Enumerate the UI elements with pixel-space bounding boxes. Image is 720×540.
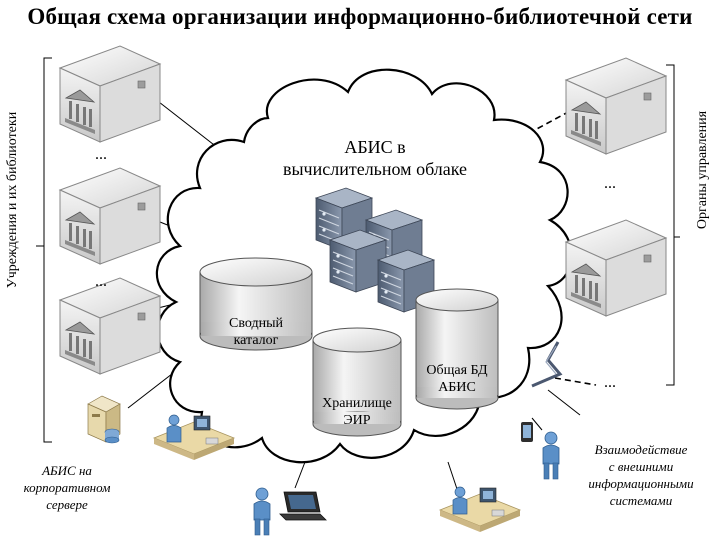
external-line4: системами: [609, 493, 673, 508]
hranilishe-eir-label: Хранилище ЭИР: [313, 395, 401, 429]
external-line1: Взаимодействие: [594, 442, 688, 457]
external-systems-label: Взаимодействие с внешними информационным…: [568, 441, 714, 509]
svodny-katalog-cylinder: [199, 257, 313, 351]
library-building-icon: [59, 167, 161, 265]
management-building-icon: [565, 219, 667, 317]
obshaya-line2: АБИС: [438, 380, 476, 395]
external-line3: информационными: [588, 476, 694, 491]
cloud-label: АБИС в вычислительном облаке: [255, 136, 495, 180]
management-building-icon: [565, 57, 667, 155]
antenna-icon: [531, 341, 563, 388]
ellipsis-right-bottom: ...: [604, 374, 616, 391]
laptop-icon: [279, 491, 327, 521]
user-workstation-icon: [439, 486, 521, 533]
hranilishe-eir-cylinder: [312, 327, 402, 437]
left-group-bracket: [36, 57, 52, 443]
corporate-line2: корпоративном: [23, 480, 111, 495]
svodny-line1: Сводный: [229, 316, 283, 331]
obshaya-line1: Общая БД: [426, 363, 488, 378]
corporate-line1: АБИС на: [42, 463, 92, 478]
ellipsis-right-top: ...: [604, 175, 616, 192]
hranilishe-line2: ЭИР: [343, 413, 371, 428]
corporate-server-label: АБИС на корпоративном сервере: [2, 462, 132, 513]
tablet-icon: [521, 422, 533, 442]
user-person-icon: [253, 487, 271, 536]
cloud-label-line1: АБИС в: [344, 137, 406, 157]
svodny-line2: каталог: [233, 333, 279, 348]
obshaya-bd-cylinder: [415, 288, 499, 410]
corporate-line3: сервере: [46, 497, 88, 512]
ellipsis-left-middle: ...: [95, 273, 107, 290]
right-group-label: Органы управления: [695, 110, 710, 230]
obshaya-bd-label: Общая БД АБИС: [416, 362, 498, 396]
cloud-label-line2: вычислительном облаке: [282, 159, 468, 179]
library-building-icon: [59, 45, 161, 143]
svodny-katalog-label: Сводный каталог: [205, 315, 307, 349]
left-group-label: Учреждения и их библиотеки: [5, 111, 20, 289]
external-line2: с внешними: [608, 459, 674, 474]
right-group-bracket: [666, 64, 680, 386]
user-person-icon: [542, 431, 560, 480]
page-title: Общая схема организации информационно-би…: [27, 4, 693, 29]
hranilishe-line1: Хранилище: [322, 396, 392, 411]
ellipsis-left-top: ...: [95, 146, 107, 163]
corporate-server-icon: [87, 395, 121, 444]
library-building-icon: [59, 277, 161, 375]
